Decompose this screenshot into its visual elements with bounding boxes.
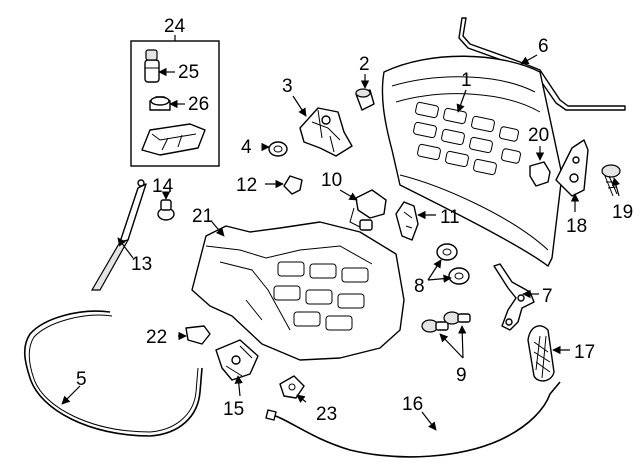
part-2-bumper [355,88,375,111]
part-3-latch [299,107,353,157]
part-21-insulator [191,221,405,361]
part-15-release [215,339,259,381]
part-8-bumpers [436,243,470,285]
callout-17: 17 [574,342,595,363]
callout-3: 3 [282,76,293,97]
part-20-clip [529,161,551,187]
part-23-clip [279,375,305,399]
callout-21: 21 [192,206,213,227]
callout-16: 16 [402,394,423,415]
part-22-clip [185,325,211,345]
callout-22: 22 [146,327,167,348]
callout-26: 26 [188,94,209,115]
part-17-pad [527,325,555,382]
callout-19: 19 [612,202,633,223]
callout-24: 24 [164,16,186,37]
part-5-seal [23,310,203,437]
callout-18: 18 [566,216,587,237]
part-10-switch [349,189,387,231]
callout-13: 13 [131,254,152,275]
part-7-hinge [493,263,535,331]
callout-20: 20 [528,125,549,146]
callout-23: 23 [316,404,337,425]
callout-7: 7 [542,286,553,307]
callout-25: 25 [178,62,199,83]
callout-12: 12 [236,175,257,196]
part-16-cable [269,381,561,458]
part-25-clip [144,49,160,83]
callout-4: 4 [241,137,252,158]
part-26-nut [149,96,171,111]
part-14-pin [157,199,175,221]
callout-6: 6 [538,36,549,57]
callout-15: 15 [223,399,244,420]
callout-14: 14 [152,176,174,197]
part-11-bracket [395,201,419,241]
callout-5: 5 [76,369,87,390]
part-24-bracket [141,123,206,156]
callout-10: 10 [321,170,342,191]
part-12-clip [283,175,303,195]
part-1-hood [381,55,563,267]
callout-9: 9 [456,365,467,386]
part-9-bolts [421,311,471,333]
callout-11: 11 [440,207,460,228]
callout-8: 8 [414,276,425,297]
callout-1: 1 [461,70,472,91]
callout-2: 2 [359,54,370,75]
part-6-seal [458,17,626,111]
part-4-grommet [268,141,288,157]
